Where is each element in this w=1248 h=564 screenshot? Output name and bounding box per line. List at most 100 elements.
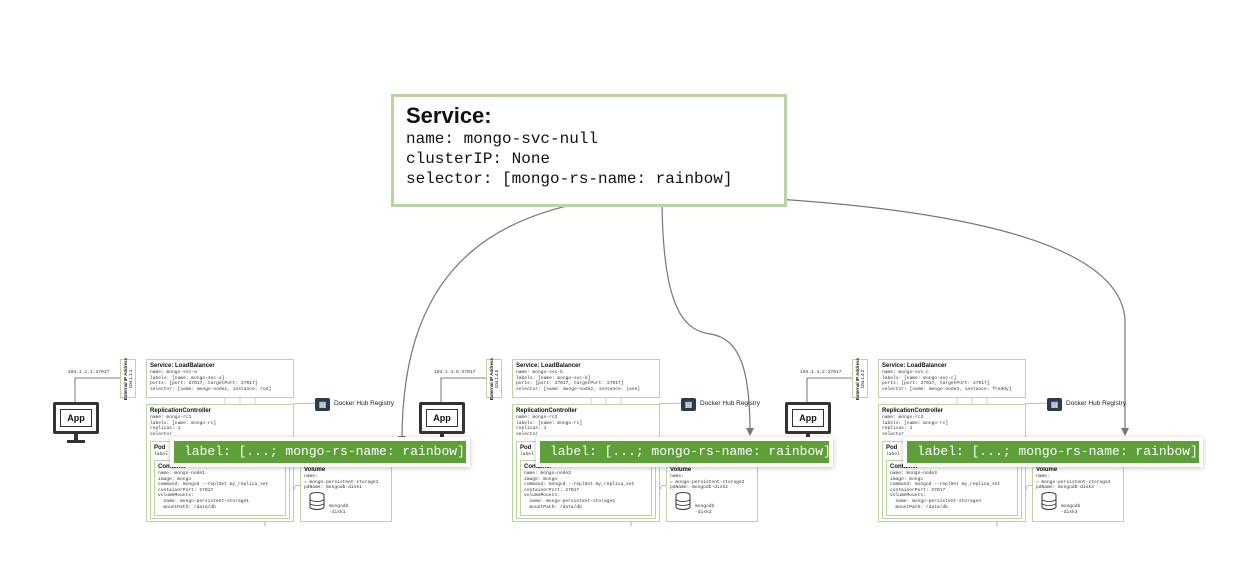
app-client: App xyxy=(785,402,831,434)
disk-name: mongodb xyxy=(695,504,715,509)
container-line: containerPort: 27017 xyxy=(890,487,946,493)
container-line: name: mongo-node2 xyxy=(524,471,571,476)
disk-name-suffix: -disk3 xyxy=(1061,510,1078,515)
rc-title: ReplicationController xyxy=(150,408,212,414)
container-line: command: mongod --replSet my_replica_set xyxy=(158,482,269,488)
pod-label-line: label xyxy=(886,452,900,457)
docker-hub-label: Docker Hub Registry xyxy=(1066,400,1126,407)
rc-title: ReplicationController xyxy=(516,408,578,414)
container-line: containerPort: 27017 xyxy=(524,487,580,493)
container-line: mountPath: /data/db xyxy=(158,504,216,510)
rc-line: selector xyxy=(150,431,173,437)
container-box: Container name: mongo-node3 image: mongo… xyxy=(886,460,1018,516)
rc-line: name: mongo-rc1 xyxy=(150,415,192,420)
volume-box: Volume name: = mongo-persistent-storage3… xyxy=(1032,463,1124,522)
disk-icon xyxy=(1041,492,1057,510)
container-line: command: mongod --replSet my_replica_set xyxy=(524,482,635,488)
lb-title: Service: LoadBalancer xyxy=(150,363,215,369)
headless-service-box: Service: name: mongo-svc-null clusterIP:… xyxy=(391,94,787,207)
service-name-line: name: mongo-svc-null xyxy=(406,130,599,148)
app-label: App xyxy=(426,409,458,427)
volume-box: Volume name: = mongo-persistent-storage1… xyxy=(300,463,392,522)
rc-line: replicas: 1 xyxy=(882,426,913,432)
container-line: volumeMounts: xyxy=(524,493,560,499)
container-box: Container name: mongo-node1 image: mongo… xyxy=(154,460,286,516)
app-client: App xyxy=(53,402,99,434)
volume-line: = mongo-persistent-storage3 xyxy=(1036,479,1111,485)
rc-line: labels: [name: mongo-rc] xyxy=(882,420,949,426)
monitor-base xyxy=(67,440,85,443)
lb-line: labels: [name: mongo-svc-a] xyxy=(150,375,225,381)
container-line: image: mongo xyxy=(890,476,924,482)
volume-line: name: xyxy=(670,474,684,479)
pod-label-text: label: [...; mongo-rs-name: rainbow] xyxy=(174,441,466,463)
loadbalancer-service-box: Service: LoadBalancer name: mongo-svc-b … xyxy=(512,359,660,398)
rc-line: labels: [name: mongo-rc] xyxy=(516,420,583,426)
volume-line: = mongo-persistent-storage1 xyxy=(304,479,379,485)
container-line: name: mongo-persistent-storage3 xyxy=(890,498,981,504)
rc-line: replicas: 1 xyxy=(516,426,547,432)
external-ip-text: 104.1.4.2:27017 xyxy=(800,370,842,375)
lb-line: name: mongo-svc-c xyxy=(882,370,929,375)
pod-title: Pod xyxy=(886,445,898,451)
docker-hub-label: Docker Hub Registry xyxy=(700,400,760,407)
container-line: command: mongod --replSet my_replica_set xyxy=(890,482,1001,488)
volume-title: Volume xyxy=(1036,467,1058,473)
lb-line: selector: [name: mongo-node2, instance: … xyxy=(516,386,641,392)
disk-name-suffix: -disk2 xyxy=(695,510,712,515)
container-line: mountPath: /data/db xyxy=(524,504,582,510)
container-line: image: mongo xyxy=(158,476,192,482)
rc-line: name: mongo-rc3 xyxy=(882,415,924,420)
lb-line: ports: [port: 27017, targetPort: 27017] xyxy=(882,381,990,387)
disk-name: mongodb xyxy=(329,504,349,509)
external-ip-text: 104.1.4.5:27017 xyxy=(434,370,476,375)
volume-title: Volume xyxy=(670,467,692,473)
lb-line: selector: [name: mongo-node1, instance: … xyxy=(150,386,272,392)
container-title: Container xyxy=(524,464,553,470)
external-ip-box-value: 104.1.1.1 xyxy=(128,369,133,388)
lb-line: name: mongo-svc-a xyxy=(150,370,197,375)
lb-line: labels: [name: mongo-svc-c] xyxy=(882,375,957,381)
volume-line: = mongo-persistent-storage2 xyxy=(670,479,745,485)
container-title: Container xyxy=(158,464,187,470)
disk-name: mongodb xyxy=(1061,504,1081,509)
rc-line: selector xyxy=(882,431,905,437)
lb-line: selector: [name: mongo-node3, instance: … xyxy=(882,386,1012,392)
volume-line: pdName: mongodb-disk3 xyxy=(1036,485,1094,491)
lb-line: ports: [port: 27017, targetPort: 27017] xyxy=(150,381,258,387)
rc-title: ReplicationController xyxy=(882,408,944,414)
pod-label-callout-3: label: [...; mongo-rs-name: rainbow] xyxy=(903,437,1203,467)
pod-label-callout-2: label: [...; mongo-rs-name: rainbow] xyxy=(536,437,833,467)
service-clusterip-line: clusterIP: None xyxy=(406,150,551,168)
volume-title: Volume xyxy=(304,467,326,473)
lb-title: Service: LoadBalancer xyxy=(516,363,581,369)
arrow-to-label-2 xyxy=(661,193,754,436)
pod-title: Pod xyxy=(520,445,532,451)
rc-line: replicas: 1 xyxy=(150,426,181,432)
app-client: App xyxy=(419,402,465,434)
volume-line: name: xyxy=(1036,474,1050,479)
docker-icon: ▦ xyxy=(681,398,696,411)
loadbalancer-service-box: Service: LoadBalancer name: mongo-svc-c … xyxy=(878,359,1026,398)
app-label: App xyxy=(60,409,92,427)
container-line: name: mongo-persistent-storage1 xyxy=(158,498,249,504)
rc-line: selector xyxy=(516,431,539,437)
volume-line: name: xyxy=(304,474,318,479)
lb-line: labels: [name: mongo-svc-b] xyxy=(516,375,591,381)
disk-name-suffix: -disk1 xyxy=(329,510,346,515)
pod-title: Pod xyxy=(154,445,166,451)
pod-label-text: label: [...; mongo-rs-name: rainbow] xyxy=(540,441,831,463)
app-label: App xyxy=(792,409,824,427)
rc-line: name: mongo-rc2 xyxy=(516,415,558,420)
container-line: mountPath: /data/db xyxy=(890,504,948,510)
container-line: name: mongo-node3 xyxy=(890,471,937,476)
loadbalancer-service-box: Service: LoadBalancer name: mongo-svc-a … xyxy=(146,359,294,398)
volume-line: pdName: mongodb-disk1 xyxy=(304,485,362,491)
container-title: Container xyxy=(890,464,919,470)
docker-icon: ▦ xyxy=(1047,398,1062,411)
pod-label-line: label xyxy=(154,452,168,457)
